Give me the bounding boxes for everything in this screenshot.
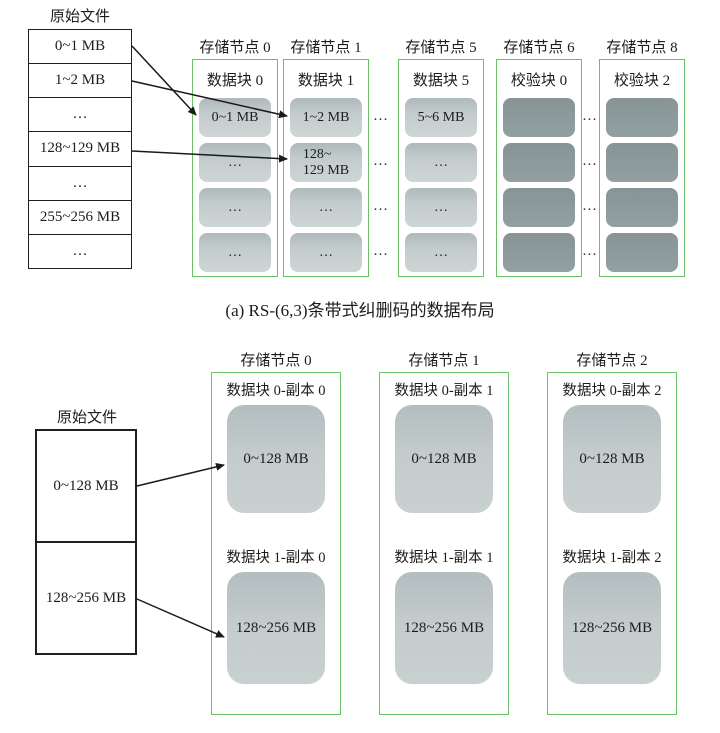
node-header: 存储节点 1: [408, 352, 480, 369]
data-cell: …: [290, 233, 362, 272]
panel-a-file-title: 原始文件: [49, 8, 110, 25]
column-ellipsis: …: [373, 152, 389, 169]
data-cell: …: [405, 188, 477, 227]
replica-label: 数据块 0-副本 0: [226, 382, 326, 399]
parity-cell: [503, 98, 575, 137]
node-header: 存储节点 6: [503, 39, 575, 56]
data-cell: 1~2 MB: [290, 98, 362, 137]
parity-cell: [503, 233, 575, 272]
panel-a-caption: (a) RS-(6,3)条带式纠删码的数据布局: [225, 300, 495, 320]
column-ellipsis: …: [373, 242, 389, 259]
file-row: 0~1 MB: [29, 30, 131, 65]
storage-node-column: 校验块 0: [496, 59, 582, 277]
replica-label: 数据块 0-副本 1: [394, 382, 494, 399]
spacer: [212, 513, 340, 545]
block-label: 校验块 2: [613, 73, 671, 89]
replica-block: 0~128 MB: [227, 405, 325, 513]
column-ellipsis: …: [582, 152, 598, 169]
node-header: 存储节点 5: [405, 39, 477, 56]
node-header: 存储节点 8: [606, 39, 678, 56]
parity-cell: [606, 188, 678, 227]
file-row: 255~256 MB: [29, 201, 131, 235]
data-cell: …: [199, 188, 271, 227]
data-cell: …: [199, 143, 271, 182]
block-label: 校验块 0: [510, 73, 568, 89]
storage-node-column: 校验块 2: [599, 59, 685, 277]
data-cell: …: [290, 188, 362, 227]
spacer: [380, 513, 508, 545]
column-ellipsis: …: [582, 107, 598, 124]
file-row: 128~256 MB: [45, 589, 127, 606]
replica-label: 数据块 1-副本 2: [562, 549, 662, 566]
replica-label: 数据块 0-副本 2: [562, 382, 662, 399]
storage-node-column: 数据块 5 5~6 MB … … …: [398, 59, 484, 277]
parity-cell: [503, 143, 575, 182]
parity-cell: [606, 233, 678, 272]
data-cell: …: [405, 143, 477, 182]
data-cell: 0~1 MB: [199, 98, 271, 137]
column-ellipsis: …: [373, 197, 389, 214]
node-header: 存储节点 1: [290, 39, 362, 56]
panel-a-file-box: 0~1 MB 1~2 MB … 128~129 MB … 255~256 MB …: [28, 29, 132, 269]
arrow-file-row0-to-node0-cell0: [131, 45, 197, 116]
data-cell: 5~6 MB: [405, 98, 477, 137]
parity-cell: [606, 143, 678, 182]
file-row: 1~2 MB: [29, 64, 131, 99]
node-header: 存储节点 0: [199, 39, 271, 56]
parity-cell: [503, 188, 575, 227]
block-label: 数据块 1: [297, 73, 355, 89]
storage-node-column: 数据块 0-副本 0 0~128 MB 数据块 1-副本 0 128~256 M…: [211, 372, 341, 715]
file-row: 128~129 MB: [29, 132, 131, 167]
panel-b-file-box: 0~128 MB 128~256 MB: [35, 429, 137, 655]
storage-node-column: 数据块 1 1~2 MB 128~ 129 MB … …: [283, 59, 369, 277]
replica-block: 0~128 MB: [395, 405, 493, 513]
column-ellipsis: …: [582, 197, 598, 214]
panel-b-file-title: 原始文件: [56, 409, 117, 426]
replica-block: 128~256 MB: [395, 572, 493, 684]
storage-node-column: 数据块 0 0~1 MB … … …: [192, 59, 278, 277]
replica-label: 数据块 1-副本 1: [394, 549, 494, 566]
file-row: 0~128 MB: [37, 431, 135, 543]
data-cell: …: [199, 233, 271, 272]
spacer: [548, 513, 676, 545]
replica-label: 数据块 1-副本 0: [226, 549, 326, 566]
storage-node-column: 数据块 0-副本 1 0~128 MB 数据块 1-副本 1 128~256 M…: [379, 372, 509, 715]
replica-block: 128~256 MB: [563, 572, 661, 684]
column-ellipsis: …: [582, 242, 598, 259]
storage-node-column: 数据块 0-副本 2 0~128 MB 数据块 1-副本 2 128~256 M…: [547, 372, 677, 715]
data-cell: 128~ 129 MB: [290, 143, 362, 182]
block-label: 数据块 0: [206, 73, 264, 89]
replica-block: 128~256 MB: [227, 572, 325, 684]
replica-block: 0~128 MB: [563, 405, 661, 513]
block-label: 数据块 5: [412, 73, 470, 89]
column-ellipsis: …: [373, 107, 389, 124]
node-header: 存储节点 0: [240, 352, 312, 369]
file-row: …: [72, 242, 88, 259]
file-row: …: [29, 98, 131, 133]
parity-cell: [606, 98, 678, 137]
node-header: 存储节点 2: [576, 352, 648, 369]
data-cell: …: [405, 233, 477, 272]
file-row: …: [29, 167, 131, 201]
